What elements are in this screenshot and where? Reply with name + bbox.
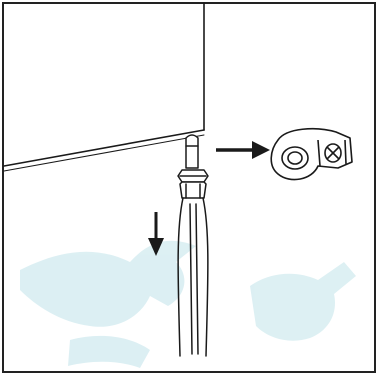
diagram-frame bbox=[2, 2, 376, 373]
appliance-cabinet bbox=[3, 2, 205, 172]
arrow-down-icon bbox=[148, 212, 164, 256]
screwdriver-icon bbox=[177, 134, 209, 357]
bracket-icon bbox=[270, 127, 353, 181]
arrow-right-icon bbox=[216, 141, 270, 159]
watermark-logo bbox=[20, 240, 356, 368]
